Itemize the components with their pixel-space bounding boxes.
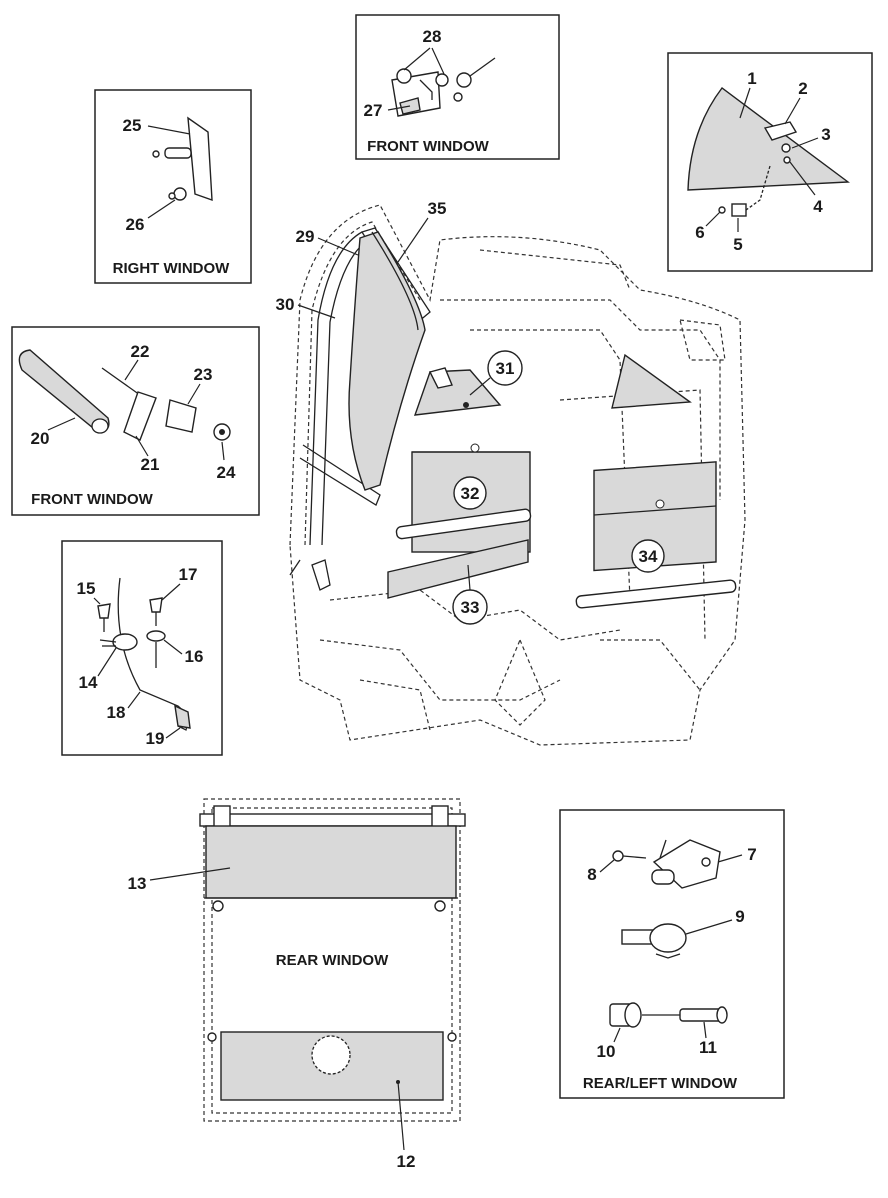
caption-front-window-left: FRONT WINDOW — [31, 491, 153, 508]
shade-33 — [387, 539, 529, 599]
callout-33: 33 — [452, 564, 488, 625]
sunvisor-31 — [413, 367, 502, 416]
shade-35 — [348, 231, 426, 491]
part-number-9: 9 — [735, 907, 744, 926]
part-number-26: 26 — [126, 215, 145, 234]
callout-32: 32 — [453, 476, 487, 510]
part-number-13: 13 — [128, 874, 147, 893]
front-window-top-box: 28 27 FRONT WINDOW — [355, 14, 560, 160]
part-number-35: 35 — [428, 199, 447, 218]
part-number-14: 14 — [79, 673, 98, 692]
part-number-17: 17 — [179, 565, 198, 584]
callout-34: 34 — [631, 539, 665, 573]
part-number-18: 18 — [107, 703, 126, 722]
part-number-25: 25 — [123, 116, 142, 135]
part-number-2: 2 — [798, 79, 807, 98]
right-window-box: 25 26 RIGHT WINDOW — [94, 89, 252, 284]
part-number-21: 21 — [141, 455, 160, 474]
part-number-10: 10 — [597, 1042, 616, 1061]
part-number-7: 7 — [747, 845, 756, 864]
part-number-34: 34 — [639, 547, 658, 566]
part-number-29: 29 — [296, 227, 315, 246]
part-number-4: 4 — [813, 197, 823, 216]
sunvisor-detail-box: 1 2 3 4 5 6 — [667, 52, 873, 272]
part-number-33: 33 — [461, 598, 480, 617]
rear-left-window-box: 7 8 9 10 11 REAR/LEFT WINDOW — [559, 809, 785, 1099]
part-number-24: 24 — [217, 463, 236, 482]
part-number-28: 28 — [423, 27, 442, 46]
part-number-11: 11 — [699, 1038, 717, 1057]
part-number-1: 1 — [747, 69, 756, 88]
sunvisor-right — [611, 353, 692, 409]
shade-34 — [575, 461, 737, 609]
part-number-8: 8 — [587, 865, 596, 884]
front-window-left-box: 22 23 20 21 24 FRONT WINDOW — [11, 326, 260, 516]
part-number-19: 19 — [146, 729, 165, 748]
callout-31: 31 — [469, 350, 523, 396]
part-number-23: 23 — [194, 365, 213, 384]
cable-detail-box: 15 17 16 14 18 19 — [61, 540, 223, 756]
rear-window-assembly: REAR WINDOW 13 12 — [128, 798, 466, 1171]
part-number-31: 31 — [496, 359, 515, 378]
caption-front-window-top: FRONT WINDOW — [367, 138, 489, 155]
part-number-32: 32 — [461, 484, 480, 503]
part-number-27: 27 — [364, 101, 383, 120]
part-number-22: 22 — [131, 342, 150, 361]
part-number-30: 30 — [276, 295, 295, 314]
part-number-6: 6 — [695, 223, 704, 242]
part-number-16: 16 — [185, 647, 204, 666]
cab-frame — [289, 204, 746, 746]
caption-rear-window: REAR WINDOW — [276, 952, 389, 969]
part-number-15: 15 — [77, 579, 96, 598]
caption-rear-left-window: REAR/LEFT WINDOW — [583, 1075, 738, 1092]
front-door-frame — [289, 227, 431, 591]
part-number-3: 3 — [821, 125, 830, 144]
part-number-12: 12 — [397, 1152, 416, 1171]
part-number-5: 5 — [733, 235, 742, 254]
part-number-20: 20 — [31, 429, 50, 448]
caption-right-window: RIGHT WINDOW — [113, 260, 230, 277]
